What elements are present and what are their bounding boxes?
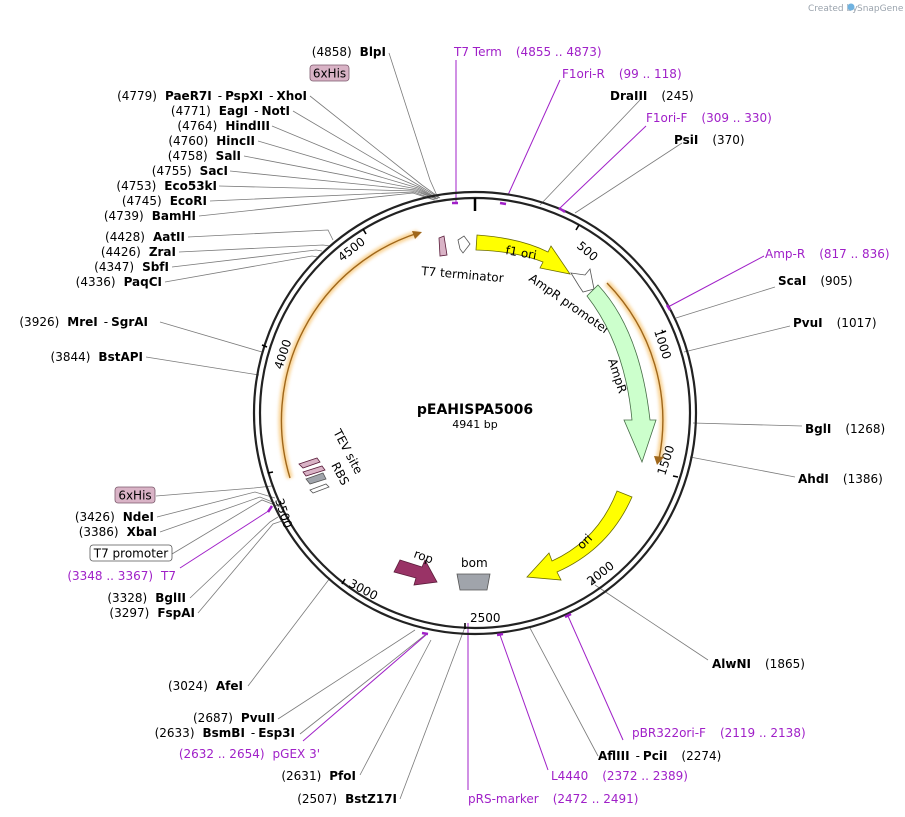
enzyme-mrei[interactable]: (3926)MreI-SgrAI bbox=[19, 315, 148, 329]
t7-terminator-label: T7 terminator bbox=[420, 264, 505, 285]
enzyme-bstz17i[interactable]: (2507)BstZ17I bbox=[297, 792, 397, 806]
f1-ori-label: f1 ori bbox=[504, 243, 537, 262]
enzyme-bamhi[interactable]: (4739)BamHI bbox=[104, 209, 196, 223]
enzyme-pfoi[interactable]: (2631)PfoI bbox=[281, 769, 356, 783]
primer-l4440[interactable]: L4440(2372 .. 2389) bbox=[551, 769, 688, 783]
t7-promoter-box[interactable]: T7 promoter bbox=[89, 544, 173, 562]
ampr-promoter-feature[interactable] bbox=[570, 268, 595, 293]
orf-arc-left bbox=[278, 230, 422, 479]
snapgene-logo-icon bbox=[847, 3, 855, 11]
6xhis-top-box[interactable]: 6xHis bbox=[309, 64, 350, 82]
enzyme-bsmbi[interactable]: (2633)BsmBI-Esp3I bbox=[155, 726, 295, 740]
tick-label-2500: 2500 bbox=[470, 611, 501, 625]
enzyme-scai[interactable]: ScaI(905) bbox=[778, 274, 853, 288]
enzyme-eco53ki[interactable]: (4753)Eco53kI bbox=[116, 179, 217, 193]
ampr-feature[interactable]: AmpR bbox=[586, 284, 657, 464]
tick-label-3500: 3500 bbox=[272, 497, 295, 530]
primer-prs-marker[interactable]: pRS-marker(2472 .. 2491) bbox=[468, 792, 638, 806]
enzyme-draiii[interactable]: DraIII(245) bbox=[610, 89, 694, 103]
primer-f1ori-r[interactable]: F1ori-R(99 .. 118) bbox=[562, 67, 682, 81]
f1-ori-feature[interactable]: f1 ori bbox=[475, 234, 571, 275]
enzyme-ahdi[interactable]: AhdI(1386) bbox=[798, 472, 883, 486]
enzyme-psii[interactable]: PsiI(370) bbox=[674, 133, 745, 147]
t7-promoter-label: T7 promoter bbox=[93, 547, 169, 561]
enzyme-ecori[interactable]: (4745)EcoRI bbox=[122, 194, 207, 208]
enzyme-bstapi[interactable]: (3844)BstAPI bbox=[51, 350, 143, 364]
rop-feature[interactable]: rop bbox=[393, 547, 438, 586]
primer-leader-lines bbox=[179, 60, 765, 790]
enzyme-afliii[interactable]: AflIII-PciI(2274) bbox=[598, 749, 721, 763]
enzyme-saci[interactable]: (4755)SacI bbox=[152, 164, 228, 178]
enzyme-afei[interactable]: (3024)AfeI bbox=[168, 679, 243, 693]
enzyme-aatii[interactable]: (4428)AatII bbox=[105, 230, 185, 244]
6xhis-bottom-box[interactable]: 6xHis bbox=[114, 486, 156, 504]
enzyme-ndei[interactable]: (3426)NdeI bbox=[75, 510, 154, 524]
credit-prefix: Created by bbox=[808, 4, 858, 14]
enzyme-sbfi[interactable]: (4347)SbfI bbox=[94, 260, 169, 274]
bom-label: bom bbox=[461, 556, 488, 570]
enzyme-alwni[interactable]: AlwNI(1865) bbox=[712, 657, 805, 671]
6xhis-top-label: 6xHis bbox=[313, 67, 346, 81]
enzyme-blpi[interactable]: (4858)BlpI bbox=[312, 45, 386, 59]
primer-site-marks bbox=[266, 201, 672, 637]
tick-label-500: 500 bbox=[574, 239, 601, 264]
plasmid-size: 4941 bp bbox=[452, 418, 497, 431]
enzyme-hindiii[interactable]: (4764)HindIII bbox=[177, 119, 270, 133]
enzyme-pvui[interactable]: PvuI(1017) bbox=[793, 316, 877, 330]
enzyme-paer7i[interactable]: (4779)PaeR7I-PspXI-XhoI bbox=[117, 89, 307, 103]
plasmid-name: pEAHISPA5006 bbox=[417, 402, 533, 418]
tick-label-3000: 3000 bbox=[347, 576, 381, 603]
tick-label-2000: 2000 bbox=[584, 559, 617, 589]
enzyme-hincii[interactable]: (4760)HincII bbox=[168, 134, 255, 148]
enzyme-eagi[interactable]: (4771)EagI-NotI bbox=[171, 104, 290, 118]
primer-f1ori-f[interactable]: F1ori-F(309 .. 330) bbox=[646, 111, 772, 125]
tick-marks bbox=[261, 224, 679, 629]
enzyme-bglii[interactable]: (3328)BglII bbox=[107, 591, 186, 605]
enzyme-xbai[interactable]: (3386)XbaI bbox=[79, 525, 157, 539]
primer-t7[interactable]: (3348 .. 3367)T7 bbox=[67, 569, 176, 583]
enzyme-pvuii[interactable]: (2687)PvuII bbox=[193, 711, 275, 725]
6xhis-bottom-label: 6xHis bbox=[118, 489, 151, 503]
enzyme-paqci[interactable]: (4336)PaqCI bbox=[76, 275, 162, 289]
ori-feature[interactable]: ori bbox=[526, 490, 633, 581]
primer-t7-term[interactable]: T7 Term(4855 .. 4873) bbox=[453, 45, 602, 59]
primer-pgex-3[interactable]: (2632 .. 2654)pGEX 3' bbox=[179, 747, 320, 761]
primer-amp-r[interactable]: Amp-R(817 .. 836) bbox=[765, 247, 890, 261]
enzyme-zrai[interactable]: (4426)ZraI bbox=[101, 245, 176, 259]
bom-feature[interactable]: bom bbox=[456, 556, 491, 591]
orf-arc-right bbox=[604, 280, 666, 465]
tev-rbs-features[interactable]: TEV site RBS bbox=[298, 426, 366, 494]
plasmid-backbone-outer bbox=[252, 190, 698, 636]
primer-pbr322ori-f[interactable]: pBR322ori-F(2119 .. 2138) bbox=[632, 726, 806, 740]
rop-label: rop bbox=[412, 547, 435, 567]
enzyme-sali[interactable]: (4758)SalI bbox=[168, 149, 241, 163]
enzyme-fspai[interactable]: (3297)FspAI bbox=[109, 606, 195, 620]
credit-brand[interactable]: SnapGene bbox=[857, 4, 904, 14]
enzyme-bgli[interactable]: BglI(1268) bbox=[805, 422, 885, 436]
